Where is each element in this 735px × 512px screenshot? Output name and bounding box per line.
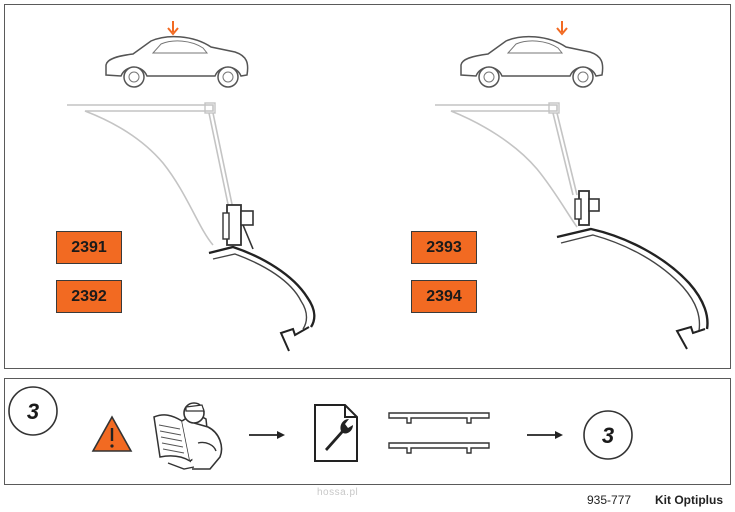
- step-next-icon: 3: [583, 410, 633, 460]
- car-right-icon: [460, 21, 604, 88]
- arrow-right-icon: [249, 431, 285, 439]
- step-number-circle: 3: [8, 386, 58, 436]
- warning-icon: [91, 415, 133, 452]
- arrow-right-icon: [527, 431, 563, 439]
- kit-code-badge: 2392: [56, 280, 122, 313]
- next-step-number: 3: [602, 423, 614, 448]
- step-number: 3: [27, 399, 39, 424]
- part-number: 935-777: [587, 493, 632, 507]
- watermark: hossa.pl: [317, 487, 359, 498]
- step-instructions-panel: 3 3: [4, 378, 731, 485]
- kit-code-badge: 2393: [411, 231, 477, 264]
- kit-code-badge: 2391: [56, 231, 122, 264]
- tool-document-icon: [314, 404, 358, 462]
- kit-code-badge: 2394: [411, 280, 477, 313]
- roof-mount-right-diagram: [435, 102, 709, 350]
- roof-bars-icon: [388, 412, 490, 454]
- roof-mount-left-diagram: [67, 102, 316, 352]
- read-instructions-icon: [153, 402, 223, 470]
- kit-name: Kit Optiplus: [655, 493, 723, 507]
- car-left-icon: [105, 21, 249, 88]
- fitting-diagram-panel: 2391 2392 2393 2394: [4, 4, 731, 369]
